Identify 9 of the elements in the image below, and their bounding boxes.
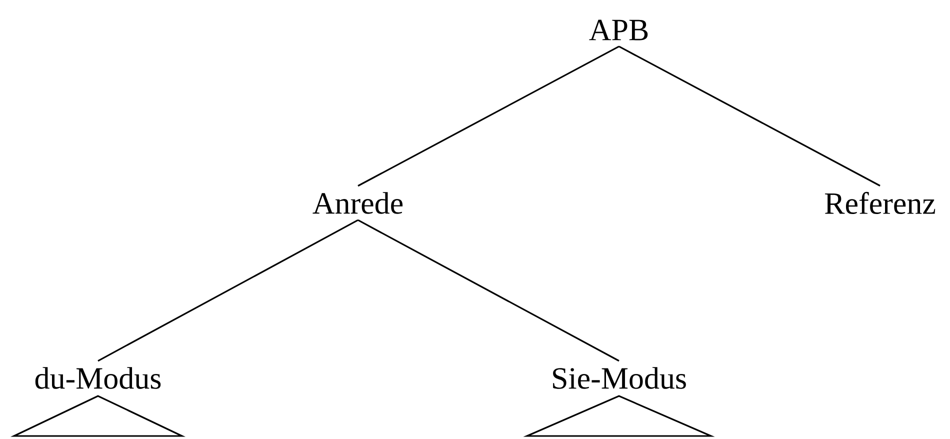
tree-branch <box>358 46 620 187</box>
tree-label: Referenz <box>824 192 936 214</box>
tree-label: du-Modus <box>35 367 161 389</box>
tree-label: APB <box>589 20 648 40</box>
tree-label: Sie-Modus <box>553 367 686 389</box>
tree-branch <box>358 219 620 362</box>
tree-branch <box>98 219 358 362</box>
tree-branch <box>618 46 880 186</box>
tree-label: Anrede <box>312 192 403 214</box>
